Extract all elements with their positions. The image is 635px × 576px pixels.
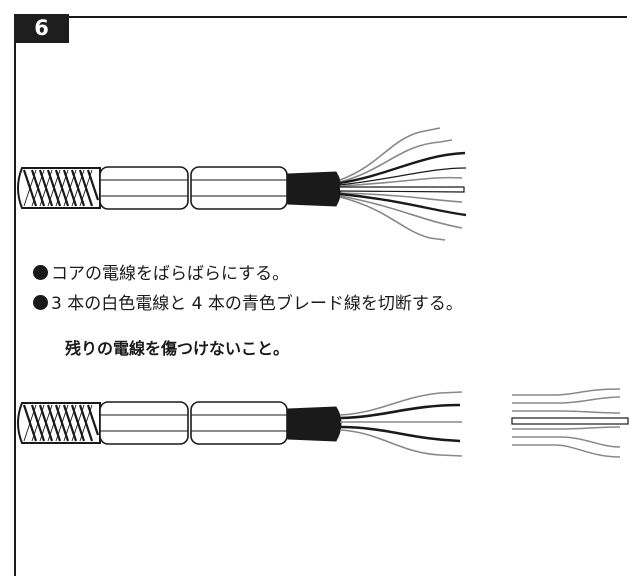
ferrule-sleeve (190, 166, 288, 210)
step-number-badge: 6 (14, 14, 69, 43)
ferrule-sleeve (190, 401, 288, 445)
warning-text: 残りの電線を傷つけないこと。 (65, 339, 290, 358)
separated-core-wires (339, 127, 467, 241)
cut-wire-pieces (511, 388, 629, 458)
bullet-icon (33, 295, 48, 310)
cable-illustration-cut (17, 388, 629, 458)
ferrule-sleeve (99, 401, 189, 445)
braided-shield (17, 167, 101, 209)
ferrule-sleeve (99, 166, 189, 210)
braided-shield (17, 402, 101, 444)
instruction-line: 3 本の白色電線と 4 本の青色ブレード線を切断する。 (33, 293, 463, 315)
bullet-icon (33, 265, 48, 280)
instruction-frame (14, 16, 627, 576)
black-insulation (287, 406, 342, 442)
cable-illustration-separated (17, 127, 467, 241)
remaining-core-wires (339, 391, 463, 457)
black-insulation (287, 171, 342, 207)
instruction-line: コアの電線をばらばらにする。 (33, 263, 289, 285)
